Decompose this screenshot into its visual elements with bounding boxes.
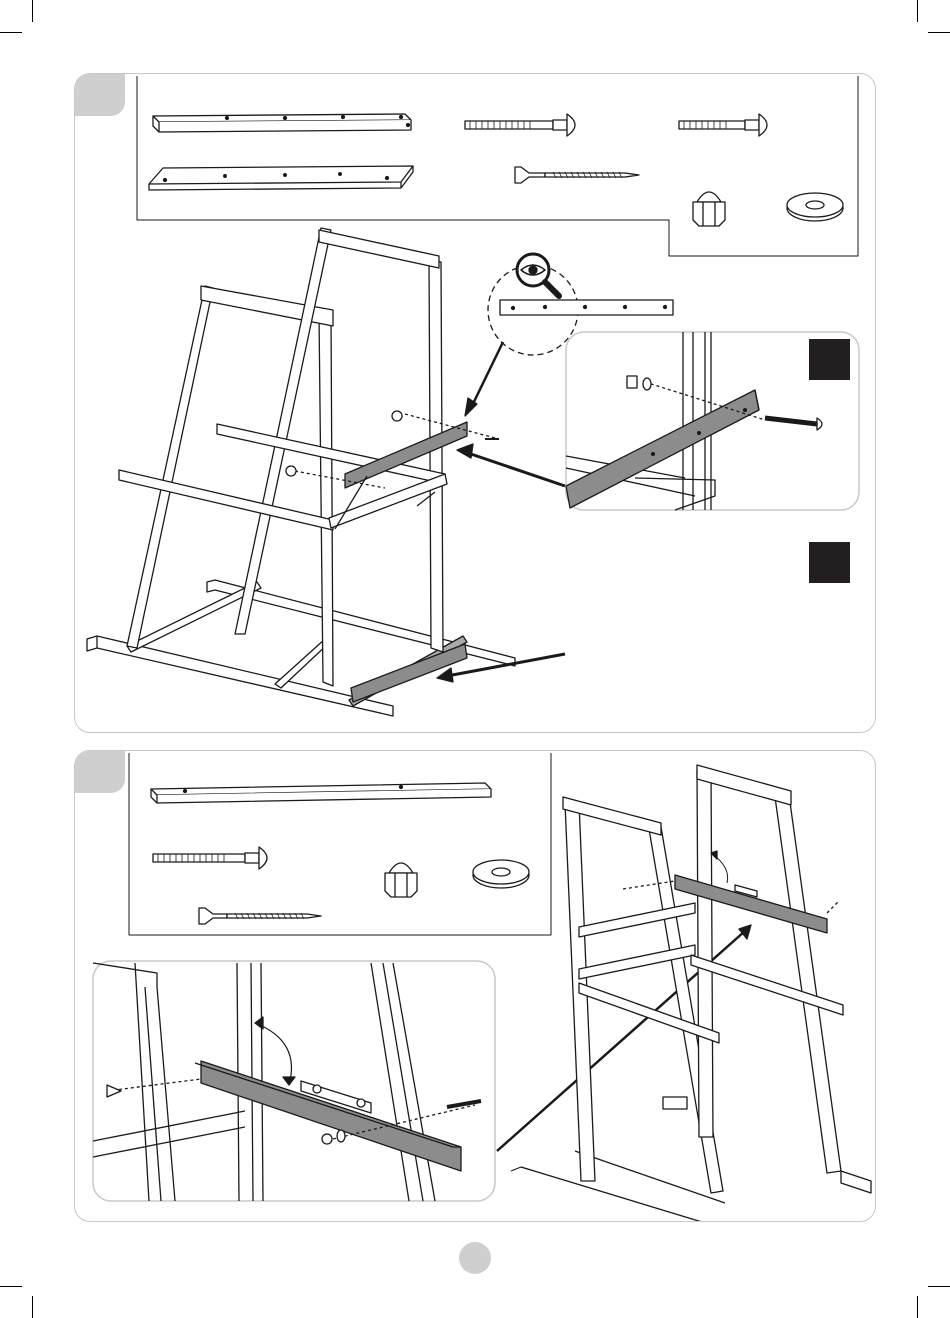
detail-marker-b (809, 542, 850, 583)
flat-board-part (149, 166, 413, 190)
wood-screw-part (199, 908, 321, 924)
long-beam-part (151, 783, 491, 803)
washer-part (787, 193, 843, 221)
step-1-drawing (75, 74, 876, 733)
climbing-frame-drawing (511, 765, 871, 1222)
climbing-frame-drawing (87, 228, 515, 716)
step-2-drawing (75, 751, 876, 1222)
washer-part (473, 860, 529, 888)
cap-nut-part (693, 192, 725, 226)
crop-mark (0, 32, 22, 33)
long-beam-part (153, 114, 411, 132)
crop-mark (917, 1296, 918, 1318)
pointer-arrow (465, 452, 565, 486)
wood-screw-part (515, 167, 639, 183)
cap-nut-part (385, 863, 417, 897)
parts-box (137, 76, 858, 256)
page-number-badge (459, 1242, 491, 1274)
carriage-bolt-short-part (679, 114, 767, 136)
carriage-bolt-long-part (465, 114, 575, 136)
step-1-panel (74, 73, 876, 733)
detail-marker-a (809, 339, 850, 380)
crop-mark (32, 1296, 33, 1318)
crop-mark (917, 0, 918, 22)
crop-mark (928, 32, 950, 33)
step-2-panel (74, 750, 876, 1222)
parts-box (129, 753, 551, 935)
crop-mark (32, 0, 33, 22)
carriage-bolt-part (153, 847, 267, 869)
crop-mark (0, 1286, 22, 1287)
magnifier-eye-icon (517, 254, 559, 296)
detail-box-level-beam (93, 961, 495, 1201)
crop-mark (928, 1286, 950, 1287)
